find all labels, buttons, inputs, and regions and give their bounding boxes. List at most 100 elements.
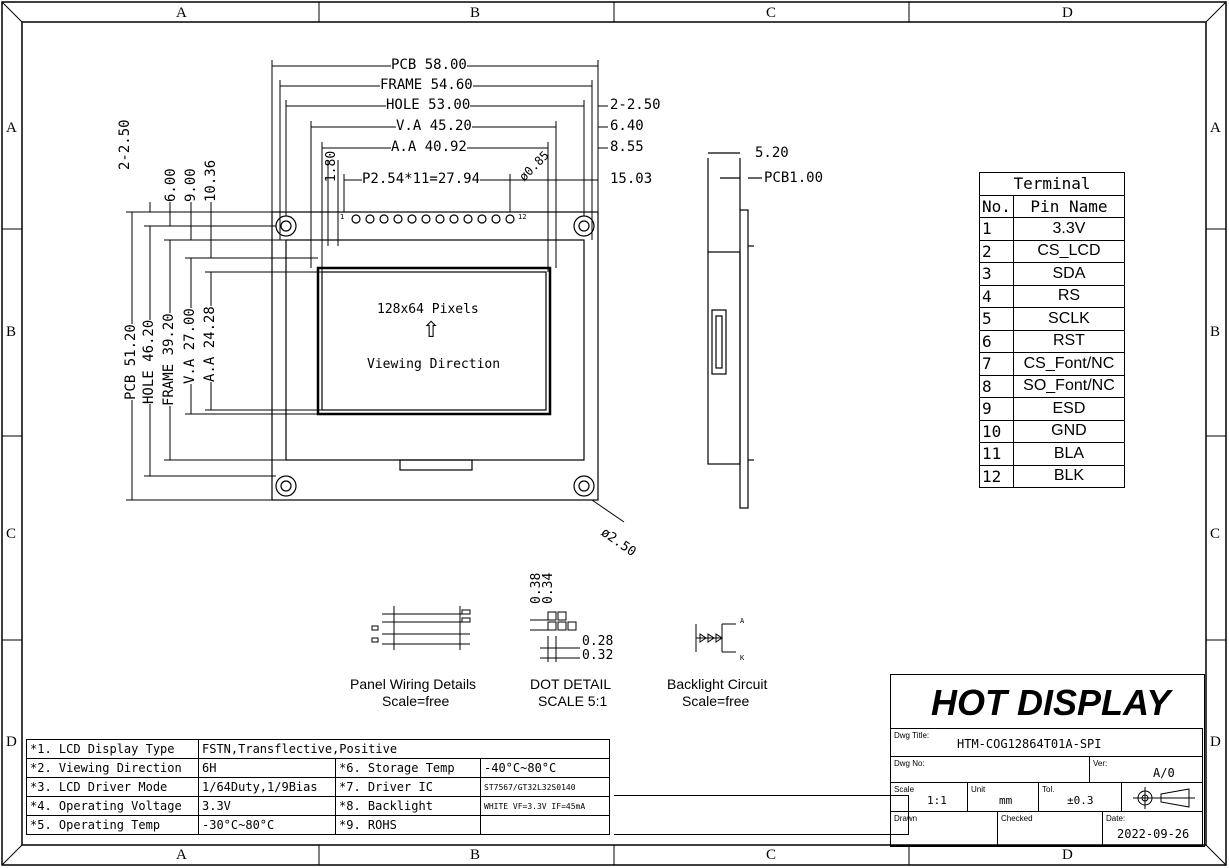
dim-v-600: 6.00: [163, 168, 179, 202]
pin-name: GND: [1012, 419, 1126, 443]
pin-no: 4: [979, 284, 1014, 308]
spec-row: *4. Operating Voltage 3.3V *8. Backlight…: [26, 796, 610, 816]
zone-row-d-left: D: [6, 734, 17, 750]
backlight-title: Backlight Circuit: [667, 676, 768, 692]
viewing-arrow-icon: ⇧: [422, 318, 441, 343]
dim-right-1503: 15.03: [610, 171, 653, 187]
spec-label: *5. Operating Temp: [26, 815, 199, 835]
pin-12-label: 12: [518, 213, 527, 221]
spec-label: *3. LCD Driver Mode: [26, 777, 199, 797]
zone-col-c-bottom: C: [766, 847, 777, 863]
active-area: [321, 271, 547, 411]
spec-label: *8. Backlight: [335, 796, 481, 816]
spec-row: *1. LCD Display Type FSTN,Transflective,…: [26, 739, 610, 759]
zone-col-d-bottom: D: [1062, 847, 1073, 863]
checked-label: Checked: [1001, 814, 1033, 823]
hole-tr: [573, 215, 595, 237]
zone-col-c-top: C: [766, 5, 777, 21]
dot-dim-034: 0.34: [541, 572, 556, 604]
dim-va-height: V.A 27.00: [182, 308, 198, 384]
fpc-tab: [399, 459, 473, 471]
dim-aa-height: A.A 24.28: [202, 306, 218, 382]
hole-bl: [275, 475, 297, 497]
spec-value: FSTN,Transflective,Positive: [198, 739, 610, 759]
dot-detail-scale: SCALE 5:1: [538, 693, 608, 709]
screen-pixels: 128x64 Pixels: [377, 302, 479, 317]
pin-no: 3: [979, 262, 1014, 286]
pin-no: 12: [979, 464, 1014, 488]
spec-value: -40°C~80°C: [480, 758, 610, 778]
hole-br: [573, 475, 595, 497]
pin-header: [351, 214, 515, 224]
zone-row-d-right: D: [1210, 734, 1221, 750]
zone-row-a-left: A: [6, 120, 17, 136]
dim-v-1036: 10.36: [203, 159, 219, 202]
pin-no: 10: [979, 419, 1014, 443]
spec-value: WHITE VF=3.3V IF=45mA: [480, 796, 610, 816]
date-cell: [1102, 811, 1203, 846]
dim-pcb-height: PCB 51.20: [123, 324, 139, 400]
terminal-title: Terminal: [979, 172, 1125, 196]
dim-v-900: 9.00: [183, 168, 199, 202]
panel-wiring: [371, 606, 471, 650]
dim-pin-pitch: P2.54*11=27.94: [362, 171, 481, 187]
pin-name: CS_LCD: [1012, 239, 1126, 263]
pin-name: BLK: [1012, 464, 1126, 488]
dwg-no-label: Dwg No:: [894, 759, 925, 768]
dot-dim-028: 0.28: [582, 634, 614, 649]
terminal-col-name: Pin Name: [1012, 194, 1126, 218]
pin-name: 3.3V: [1012, 217, 1126, 241]
pin-no: 7: [979, 352, 1014, 376]
spec-label: *1. LCD Display Type: [26, 739, 199, 759]
zone-col-d-top: D: [1062, 5, 1073, 21]
spec-value: [480, 815, 610, 835]
pin-no: 2: [979, 239, 1014, 263]
dim-frame-width: FRAME 54.60: [380, 77, 473, 93]
pin-no: 9: [979, 397, 1014, 421]
spec-value: 6H: [198, 758, 336, 778]
pin-name: SDA: [1012, 262, 1126, 286]
pin-no: 5: [979, 307, 1014, 331]
zone-row-c-right: C: [1210, 526, 1221, 542]
ver-value: A/0: [1153, 766, 1175, 780]
tol-label: Tol.: [1042, 785, 1055, 794]
pin-name: ESD: [1012, 397, 1126, 421]
zone-row-a-right: A: [1210, 120, 1221, 136]
spec-label: *6. Storage Temp: [335, 758, 481, 778]
zone-col-a-bottom: A: [176, 847, 187, 863]
pin-name: RST: [1012, 329, 1126, 353]
spec-label: *2. Viewing Direction: [26, 758, 199, 778]
panel-wiring-title: Panel Wiring Details: [350, 676, 477, 692]
drawn-label: Drawn: [894, 814, 918, 823]
pin-no: 1: [979, 217, 1014, 241]
zone-col-b-bottom: B: [470, 847, 481, 863]
side-view: [707, 152, 762, 509]
pin-no: 6: [979, 329, 1014, 353]
zone-row-c-left: C: [6, 526, 17, 542]
dim-aa-width: A.A 40.92: [391, 139, 467, 155]
dim-pin-offset: 1.80: [324, 150, 340, 183]
brand-logo: HOT DISPLAY: [931, 682, 1171, 723]
zone-row-b-left: B: [6, 324, 17, 340]
zone-col-a-top: A: [176, 5, 187, 21]
pcb-outline: [271, 211, 599, 501]
pin-no: 11: [979, 442, 1014, 466]
dot-dim-032: 0.32: [582, 648, 614, 663]
viewing-area: [316, 266, 552, 416]
dim-right-855: 8.55: [610, 139, 644, 155]
pin-no: 8: [979, 374, 1014, 398]
spec-label: *7. Driver IC: [335, 777, 481, 797]
date-value: 2022-09-26: [1117, 827, 1190, 841]
